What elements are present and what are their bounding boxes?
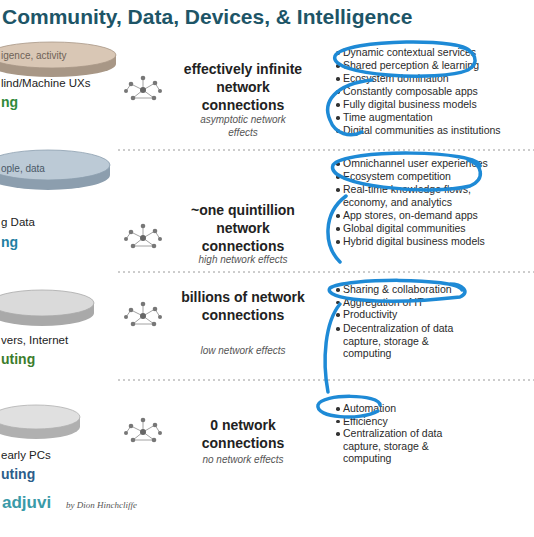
bullet-item: Global digital communities [334,222,534,235]
layer-text: ople, data [1,163,45,175]
author-credit: by Dion Hinchcliffe [66,499,186,511]
bullet-item: Aggregation of IT [334,296,534,309]
network-icon [124,302,162,327]
bullet-item: Decentralization of data capture, storag… [334,322,462,360]
era-name: ng [1,94,18,111]
dotted-separator [118,380,534,381]
bullet-item: App stores, on-demand apps [334,209,534,222]
ink-curve [325,304,340,392]
bullet-item: Fully digital business models [334,98,534,111]
bullet-item: Time augmentation [334,111,534,124]
bullet-item: Dynamic contextual services [334,46,534,59]
bullet-item: Constantly composable apps [334,85,534,98]
era-name: uting [1,351,35,368]
network-icon [124,418,162,443]
layer-disc: ople, data g Data ng [0,148,125,254]
row-separators [118,150,534,380]
bullet-item: Real-time knowledge flows, economy, and … [334,183,506,208]
bullet-item: Centralization of data capture, storage … [334,427,462,465]
bullet-item: Hybrid digital business models [334,235,534,248]
bullet-item: Productivity [334,308,534,321]
layer-text: early PCs [1,449,51,463]
network-effect-note: asymptotic network effects [193,113,293,139]
slide-title: Community, Data, Devices, & Intelligence [2,4,412,30]
layer-text: g Data [1,216,35,230]
bullet-item: Efficiency [334,415,534,428]
bullet-item: Digital communities as institutions [334,124,534,137]
connection-count: 0 network connections [178,416,308,452]
layer-text: vers, Internet [1,334,68,348]
bullet-item: Sharing & collaboration [334,283,534,296]
connection-count: billions of network connections [178,288,308,324]
bullet-item: Ecosystem domination [334,72,534,85]
network-icon [124,224,162,249]
bullet-item: Shared perception & learning [334,59,534,72]
disc-top [0,405,80,429]
layer-text: igence, activity [1,50,67,62]
connection-count: effectively infinite network connections [178,60,308,114]
dotted-separator [118,272,534,273]
era-name: ng [1,234,18,251]
layer-disc: vers, Internet uting [0,288,110,370]
disc-top [0,290,94,316]
bullet-item: Ecosystem competition [334,170,534,183]
layer-disc: igence, activity lind/Machine UXs ng [0,40,125,112]
brand-logo: adjuvi [2,493,66,513]
dotted-separator [118,150,534,151]
network-icon [124,76,162,101]
bullet-item: Automation [334,402,534,415]
layer-text: lind/Machine UXs [1,77,90,91]
network-effect-note: high network effects [178,253,308,266]
disc-top [0,150,110,180]
connection-count: ~one quintillion network connections [175,201,311,255]
network-effect-note: low network effects [178,344,308,357]
layer-disc: early PCs uting [0,400,100,484]
network-icons [124,76,162,443]
bullet-item: Omnichannel user experiences [334,157,534,170]
network-effect-note: no network effects [178,453,308,466]
era-name: uting [1,466,35,483]
disc-top [0,42,116,68]
